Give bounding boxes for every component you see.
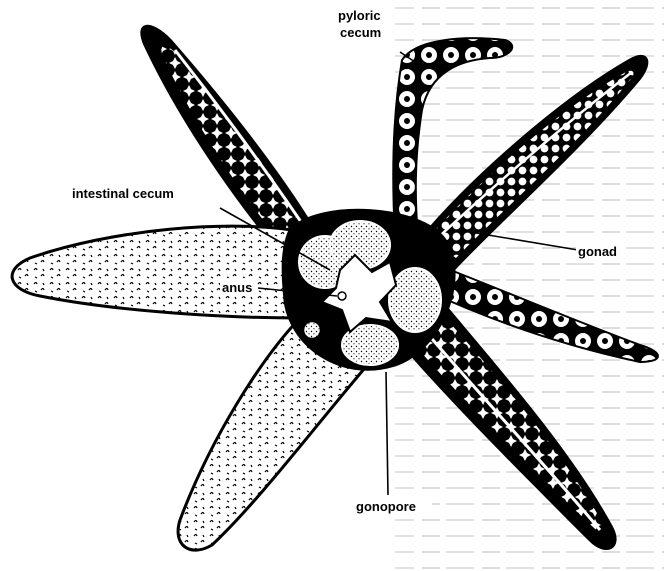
label-intestinal-cecum: intestinal cecum: [72, 186, 174, 201]
arm-left: [12, 226, 305, 318]
leader-line-gonopore: [386, 372, 388, 495]
label-anus: anus: [222, 280, 252, 295]
anus-opening: [338, 292, 346, 300]
madreporite: [303, 321, 321, 339]
label-gonopore: gonopore: [356, 499, 416, 514]
label-pyloric-cecum-line2: cecum: [340, 25, 381, 40]
label-pyloric-cecum-line1: pyloric: [338, 8, 381, 23]
label-gonad: gonad: [578, 244, 617, 259]
stomach-pouch: [389, 268, 441, 332]
